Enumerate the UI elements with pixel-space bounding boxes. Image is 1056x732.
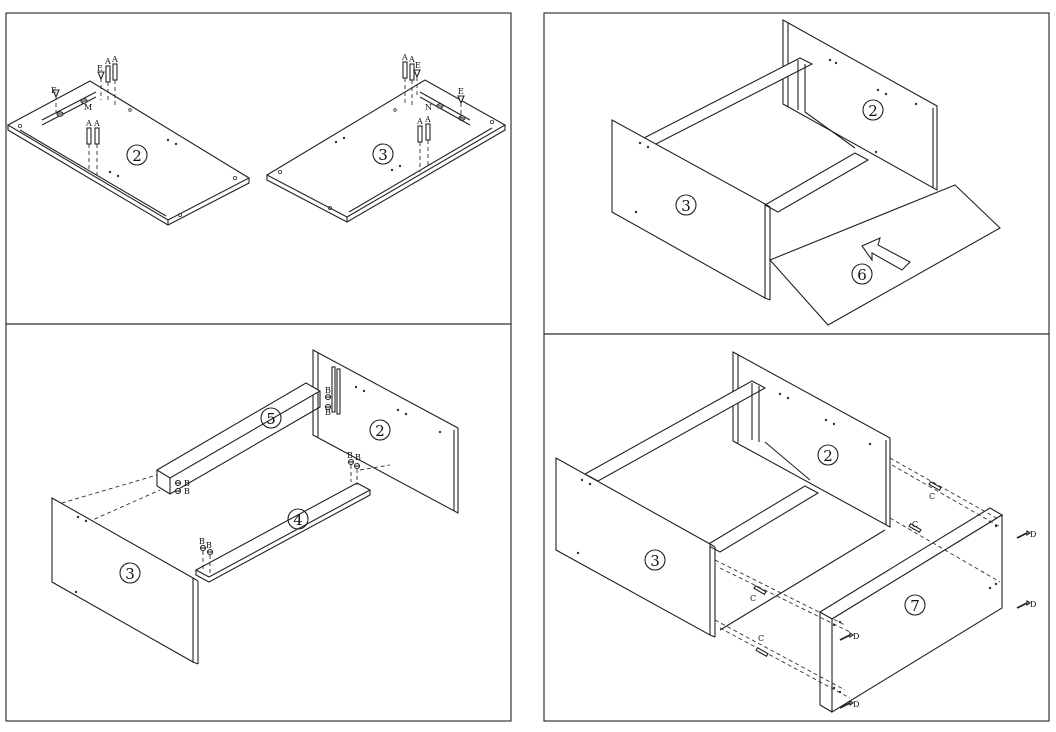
front-panel-7 xyxy=(818,507,1004,713)
part-label-side-3: 3 xyxy=(650,552,660,570)
side-panel-2 xyxy=(312,349,459,514)
step-1: E E A A M A A A A E xyxy=(6,53,507,226)
rail-4 xyxy=(194,482,372,578)
part-label-side-2: 2 xyxy=(375,422,385,440)
svg-text:B: B xyxy=(325,386,331,395)
step-frame-3 xyxy=(5,323,512,722)
board-3 xyxy=(265,79,507,223)
svg-text:B: B xyxy=(347,451,353,460)
step-4: C C C C D D D D 2 3 7 xyxy=(555,351,1036,713)
step-frame-4 xyxy=(543,333,1050,722)
label-c: C xyxy=(750,594,756,603)
side-panel-3 xyxy=(611,119,771,301)
svg-text:C: C xyxy=(758,634,764,643)
label-e: E xyxy=(51,86,57,95)
part-label-board-3: 3 xyxy=(378,146,388,164)
svg-text:E: E xyxy=(458,87,464,96)
label-b: B xyxy=(184,479,190,488)
front-rail xyxy=(763,152,870,213)
svg-text:B: B xyxy=(199,537,205,546)
svg-text:A: A xyxy=(401,53,408,62)
part-label-board-2: 2 xyxy=(132,147,142,165)
svg-text:C: C xyxy=(929,492,935,501)
fittings-board-3: A A E E N A A xyxy=(401,53,465,172)
board-2 xyxy=(6,80,251,226)
part-label-side-3: 3 xyxy=(681,197,691,215)
svg-text:A: A xyxy=(104,57,111,66)
fittings-board-2: E E A A M A A xyxy=(51,55,118,176)
side-panel-3 xyxy=(555,457,716,638)
svg-text:D: D xyxy=(1030,600,1036,609)
svg-text:A: A xyxy=(93,119,100,128)
svg-text:A: A xyxy=(408,55,415,64)
part-label-rail-5: 5 xyxy=(266,410,276,428)
svg-text:A: A xyxy=(85,119,92,128)
part-label-side-3: 3 xyxy=(125,565,135,583)
side-panel-2 xyxy=(782,19,938,191)
svg-text:B: B xyxy=(184,487,190,496)
svg-text:B: B xyxy=(325,408,331,417)
part-label-bottom-6: 6 xyxy=(857,266,867,284)
part-circle-2 xyxy=(126,144,148,166)
step-2: 2 3 6 xyxy=(611,19,1001,326)
part-label-front-7: 7 xyxy=(910,597,920,615)
svg-text:B: B xyxy=(206,541,212,550)
side-panel-2 xyxy=(732,351,891,528)
part-label-side-2: 2 xyxy=(868,102,878,120)
label-m: M xyxy=(84,103,92,112)
svg-text:A: A xyxy=(111,55,118,64)
rail-5 xyxy=(155,382,322,479)
svg-text:B: B xyxy=(355,453,361,462)
svg-text:C: C xyxy=(912,520,918,529)
step-3: B B B B B B B B 5 4 2 3 xyxy=(51,349,459,665)
svg-text:D: D xyxy=(853,700,859,709)
label-d: D xyxy=(1030,530,1036,539)
label-n: N xyxy=(425,103,432,112)
svg-text:E: E xyxy=(415,61,421,70)
insert-arrow xyxy=(861,237,911,271)
svg-text:A: A xyxy=(424,115,431,124)
part-label-side-2: 2 xyxy=(823,447,833,465)
svg-text:E: E xyxy=(97,64,103,73)
part-circle-3 xyxy=(372,143,394,165)
svg-text:A: A xyxy=(416,117,423,126)
svg-text:D: D xyxy=(853,632,859,641)
part-label-rail-4: 4 xyxy=(293,511,303,529)
